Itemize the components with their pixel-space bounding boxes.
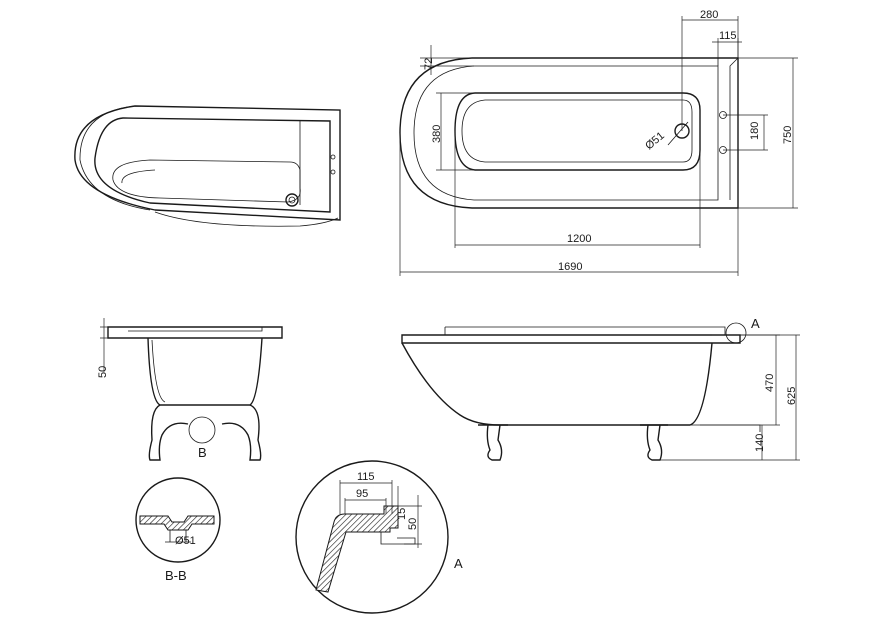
detail-a-marker: A xyxy=(751,316,760,331)
detail-a xyxy=(295,460,449,614)
dim-180: 180 xyxy=(749,122,761,140)
dim-750: 750 xyxy=(782,126,794,144)
plan-view xyxy=(399,16,798,276)
side-elevation xyxy=(401,322,800,461)
section-bb-label: B-B xyxy=(165,568,187,583)
section-bb-detail xyxy=(135,477,221,563)
dim-115-detail: 115 xyxy=(357,471,375,483)
dim-51-bb: Ø51 xyxy=(175,535,196,547)
dim-95: 95 xyxy=(356,488,368,500)
dim-15: 15 xyxy=(396,508,408,520)
dim-115-top: 115 xyxy=(719,30,737,42)
detail-b-marker: B xyxy=(198,445,207,460)
end-elevation xyxy=(100,318,283,461)
dim-140: 140 xyxy=(754,434,766,452)
dim-625: 625 xyxy=(786,387,798,405)
dim-72: 72 xyxy=(423,58,435,70)
dim-1690: 1690 xyxy=(558,261,582,273)
perspective-view xyxy=(74,105,341,227)
dim-50-detail: 50 xyxy=(407,518,419,530)
detail-a-label: A xyxy=(454,556,463,571)
dim-380: 380 xyxy=(431,125,443,143)
dim-50-side: 50 xyxy=(97,366,109,378)
dim-470: 470 xyxy=(764,374,776,392)
dim-280: 280 xyxy=(700,9,718,21)
dim-51-top: Ø51 xyxy=(643,130,667,153)
dim-1200: 1200 xyxy=(567,233,591,245)
